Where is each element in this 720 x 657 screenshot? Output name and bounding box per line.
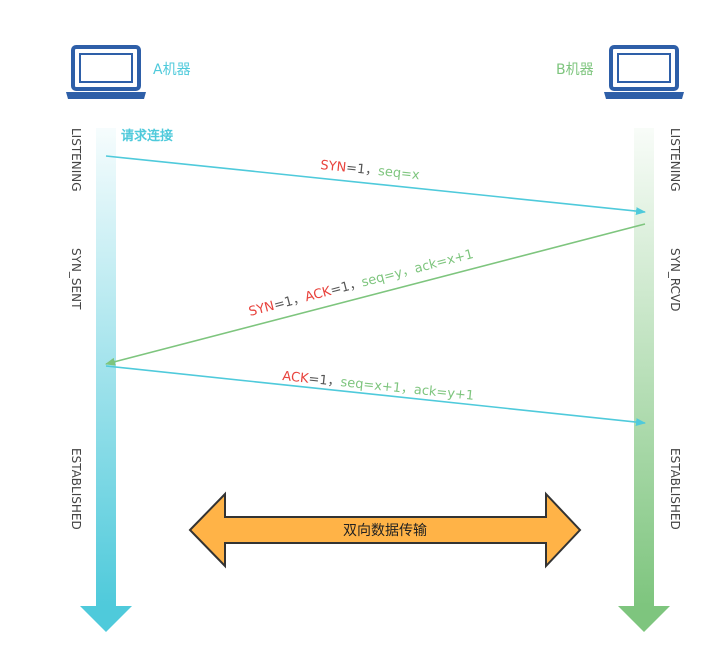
ack-message-label: ACK=1，seq=x+1，ack=y+1 (282, 369, 475, 404)
laptop-b-icon (604, 45, 684, 99)
message-part: ACK (303, 284, 333, 305)
state-a-established: ESTABLISHED (69, 448, 83, 530)
syn-ack-message-label: SYN=1，ACK=1，seq=y，ack=x+1 (247, 247, 475, 320)
state-a-listening: LISTENING (69, 128, 83, 192)
message-part: seq=x+1，ack=y+1 (340, 375, 475, 404)
laptop-a-icon (66, 45, 146, 99)
message-part: seq=y，ack=x+1 (360, 247, 475, 291)
request-connection-label: 请求连接 (121, 128, 173, 144)
state-b-syn-rcvd: SYN_RCVD (668, 248, 682, 312)
message-part: ACK (282, 369, 310, 387)
syn-message-label: SYN=1，seq=x (320, 158, 421, 183)
message-part: SYN (320, 158, 347, 176)
state-b-established: ESTABLISHED (668, 448, 682, 530)
state-b-listening: LISTENING (668, 128, 682, 192)
bidirectional-transfer-label: 双向数据传输 (343, 523, 427, 539)
message-part: =1， (272, 291, 307, 314)
machine-b-label: B机器 (556, 62, 594, 78)
message-part: =1， (329, 276, 364, 299)
ack-arrow (105, 365, 646, 427)
bidirectional-transfer-arrow (188, 491, 582, 569)
message-part: =1， (308, 372, 342, 390)
machine-a-label: A机器 (153, 62, 191, 78)
timeline-b (618, 128, 670, 632)
message-part: seq=x (377, 164, 420, 183)
timeline-a (80, 128, 132, 632)
syn-ack-arrow (105, 223, 646, 366)
message-part: =1， (345, 161, 379, 179)
state-a-syn-sent: SYN_SENT (69, 248, 83, 310)
syn-arrow (105, 155, 646, 216)
message-part: SYN (247, 299, 276, 320)
